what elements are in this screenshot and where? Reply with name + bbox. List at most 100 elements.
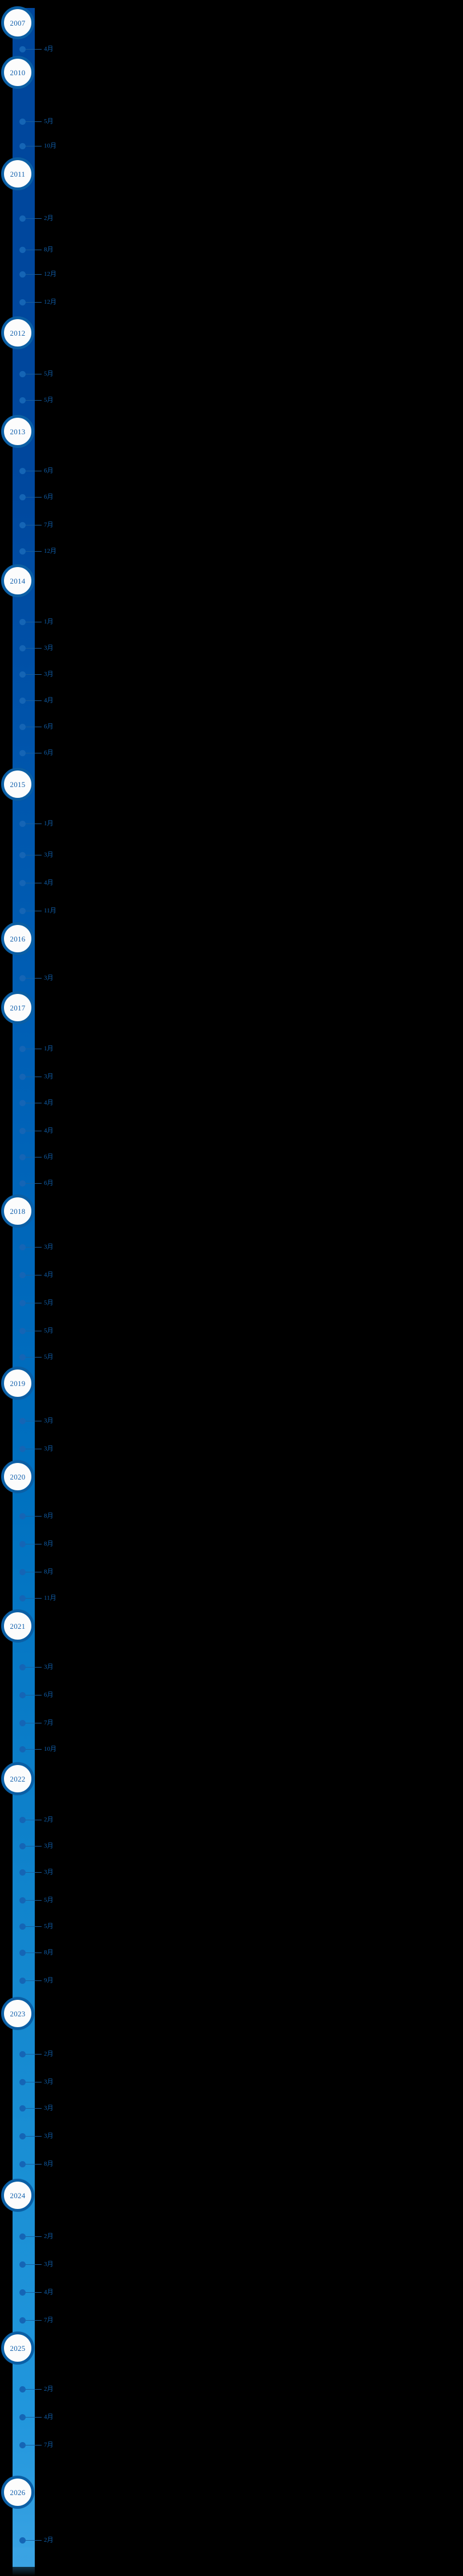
month-marker[interactable]: 10月 — [19, 1744, 56, 1754]
month-dot-icon — [19, 1540, 26, 1547]
month-label: 10月 — [44, 1745, 56, 1752]
year-node-2020[interactable]: 2020 — [1, 1460, 34, 1493]
month-marker[interactable]: 3月 — [19, 2104, 54, 2113]
month-label: 3月 — [44, 2104, 54, 2112]
month-marker[interactable]: 5月 — [19, 1922, 54, 1931]
month-marker[interactable]: 8月 — [19, 1948, 54, 1957]
month-marker[interactable]: 3月 — [19, 1868, 54, 1877]
month-marker[interactable]: 8月 — [19, 1567, 54, 1576]
year-node-2026[interactable]: 2026 — [1, 2476, 34, 2509]
year-node-2015[interactable]: 2015 — [1, 768, 34, 801]
month-marker[interactable]: 3月 — [19, 2077, 54, 2086]
month-marker[interactable]: 1月 — [19, 617, 54, 626]
year-label: 2015 — [10, 780, 26, 789]
month-dot-icon — [19, 879, 26, 886]
year-node-2014[interactable]: 2014 — [1, 564, 34, 597]
month-marker[interactable]: 4月 — [19, 2288, 54, 2297]
month-marker[interactable]: 5月 — [19, 1352, 54, 1362]
month-marker[interactable]: 6月 — [19, 748, 54, 757]
month-marker[interactable]: 8月 — [19, 2159, 54, 2169]
month-marker[interactable]: 6月 — [19, 722, 54, 731]
month-marker[interactable]: 4月 — [19, 1126, 54, 1135]
year-node-2021[interactable]: 2021 — [1, 1609, 34, 1642]
year-node-2024[interactable]: 2024 — [1, 2179, 34, 2212]
year-node-2019[interactable]: 2019 — [1, 1367, 34, 1400]
month-marker[interactable]: 3月 — [19, 2131, 54, 2141]
month-connector-line — [26, 1980, 42, 1981]
month-label: 2月 — [44, 2536, 54, 2544]
month-marker[interactable]: 1月 — [19, 1044, 54, 1053]
month-label: 3月 — [44, 1073, 54, 1080]
month-marker[interactable]: 3月 — [19, 1242, 54, 1252]
month-connector-line — [26, 551, 42, 552]
month-marker[interactable]: 3月 — [19, 973, 54, 983]
month-marker[interactable]: 6月 — [19, 466, 54, 475]
month-marker[interactable]: 11月 — [19, 906, 56, 915]
month-marker[interactable]: 3月 — [19, 2260, 54, 2269]
year-label: 2019 — [10, 1379, 26, 1388]
year-node-2025[interactable]: 2025 — [1, 2332, 34, 2365]
month-marker[interactable]: 4月 — [19, 1098, 54, 1107]
month-marker[interactable]: 3月 — [19, 1444, 54, 1453]
month-marker[interactable]: 9月 — [19, 1976, 54, 1985]
month-marker[interactable]: 8月 — [19, 245, 54, 254]
month-marker[interactable]: 12月 — [19, 270, 56, 279]
year-node-2018[interactable]: 2018 — [1, 1195, 34, 1228]
month-marker[interactable]: 6月 — [19, 1179, 54, 1188]
month-marker[interactable]: 3月 — [19, 1072, 54, 1081]
year-node-2023[interactable]: 2023 — [1, 1997, 34, 2030]
month-marker[interactable]: 3月 — [19, 1841, 54, 1851]
month-label: 3月 — [44, 2132, 54, 2139]
month-marker[interactable]: 5月 — [19, 1326, 54, 1335]
month-marker[interactable]: 7月 — [19, 2316, 54, 2325]
month-marker[interactable]: 2月 — [19, 2049, 54, 2059]
year-node-2016[interactable]: 2016 — [1, 922, 34, 955]
month-connector-line — [26, 2540, 42, 2541]
month-marker[interactable]: 2月 — [19, 2232, 54, 2241]
month-marker[interactable]: 3月 — [19, 643, 54, 653]
month-marker[interactable]: 3月 — [19, 1662, 54, 1672]
month-marker[interactable]: 12月 — [19, 297, 56, 307]
month-marker[interactable]: 4月 — [19, 2412, 54, 2422]
month-marker[interactable]: 3月 — [19, 670, 54, 679]
month-marker[interactable]: 4月 — [19, 878, 54, 887]
month-marker[interactable]: 4月 — [19, 696, 54, 705]
month-marker[interactable]: 5月 — [19, 1896, 54, 1905]
month-marker[interactable]: 12月 — [19, 547, 56, 556]
month-label: 6月 — [44, 467, 54, 474]
month-marker[interactable]: 3月 — [19, 850, 54, 859]
month-connector-line — [26, 1872, 42, 1873]
year-node-2017[interactable]: 2017 — [1, 991, 34, 1024]
month-connector-line — [26, 700, 42, 701]
month-marker[interactable]: 2月 — [19, 214, 54, 223]
month-marker[interactable]: 5月 — [19, 117, 54, 126]
month-marker[interactable]: 6月 — [19, 492, 54, 502]
month-marker[interactable]: 6月 — [19, 1152, 54, 1161]
month-dot-icon — [19, 246, 26, 253]
month-marker[interactable]: 2月 — [19, 1815, 54, 1824]
month-marker[interactable]: 4月 — [19, 1270, 54, 1279]
month-marker[interactable]: 5月 — [19, 369, 54, 378]
month-marker[interactable]: 2月 — [19, 2536, 54, 2545]
month-marker[interactable]: 5月 — [19, 1298, 54, 1307]
year-node-2022[interactable]: 2022 — [1, 1762, 34, 1795]
month-marker[interactable]: 6月 — [19, 1690, 54, 1699]
year-node-2012[interactable]: 2012 — [1, 316, 34, 349]
year-node-2010[interactable]: 2010 — [1, 56, 34, 89]
month-marker[interactable]: 4月 — [19, 44, 54, 54]
month-marker[interactable]: 11月 — [19, 1593, 56, 1603]
month-marker[interactable]: 7月 — [19, 520, 54, 529]
month-marker[interactable]: 8月 — [19, 1511, 54, 1521]
month-marker[interactable]: 7月 — [19, 1718, 54, 1727]
month-marker[interactable]: 5月 — [19, 396, 54, 405]
month-marker[interactable]: 1月 — [19, 819, 54, 828]
month-marker[interactable]: 10月 — [19, 141, 56, 150]
month-marker[interactable]: 2月 — [19, 2385, 54, 2394]
year-node-2011[interactable]: 2011 — [1, 157, 34, 190]
month-dot-icon — [19, 2051, 26, 2057]
month-marker[interactable]: 7月 — [19, 2440, 54, 2449]
month-marker[interactable]: 8月 — [19, 1539, 54, 1548]
year-node-2013[interactable]: 2013 — [1, 415, 34, 448]
month-marker[interactable]: 3月 — [19, 1416, 54, 1425]
year-node-2007[interactable]: 2007 — [1, 6, 34, 39]
